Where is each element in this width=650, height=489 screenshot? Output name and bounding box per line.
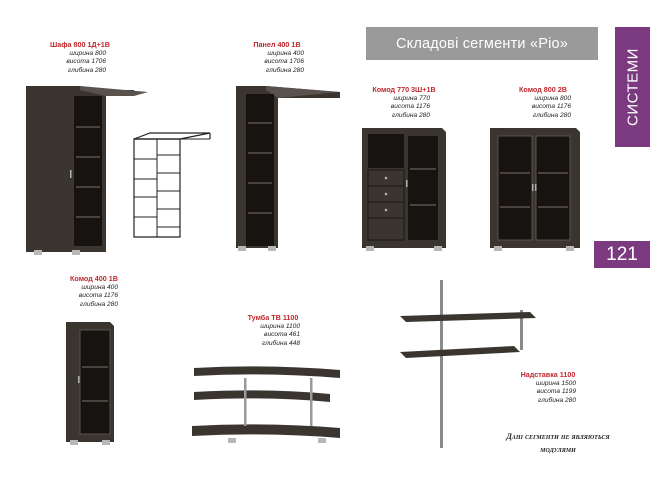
- shelf-frame-wireframe: [133, 132, 211, 238]
- product-specs-dresser-800: ширина 800 висота 1176 глибина 280: [503, 95, 571, 120]
- product-title-shelf-extension: Надставка 1100: [520, 370, 576, 379]
- segments-note-line1: Дані сегменти не являються: [506, 432, 610, 441]
- spec-depth: глибина 448: [261, 339, 300, 347]
- segments-note-line2: модулями: [540, 445, 576, 454]
- product-specs-wardrobe-800: ширина 800 висота 1706 глибина 280: [40, 50, 106, 75]
- spec-height: висота 461: [264, 331, 300, 339]
- product-title-dresser-770: Комод 770 3Ш+1В: [372, 85, 436, 94]
- spec-height: висота 1176: [390, 103, 430, 111]
- side-tab-label: СИСТЕМИ: [624, 48, 641, 126]
- section-banner-text: Складові сегменти «Ріо»: [395, 35, 569, 52]
- spec-width: ширина 800: [69, 50, 106, 57]
- page-number: 121: [594, 241, 650, 268]
- product-specs-tv-stand: ширина 1100 висота 461 глибина 448: [238, 323, 300, 348]
- spec-height: висота 1706: [66, 58, 106, 66]
- panel-400-image: [236, 86, 340, 251]
- spec-width: ширина 770: [393, 95, 430, 102]
- product-title-tv-stand: Тумба ТВ 1100: [247, 313, 299, 322]
- spec-depth: глибина 280: [391, 111, 430, 119]
- segments-note: Дані сегменти не являються модулями: [488, 430, 628, 456]
- spec-height: висота 1706: [264, 58, 304, 66]
- product-title-wardrobe-800: Шафа 800 1Д+1В: [50, 40, 110, 49]
- wall-shelf-image: [400, 280, 536, 448]
- product-specs-shelf-extension: ширина 1500 висота 1199 глибина 280: [506, 380, 576, 405]
- spec-width: ширина 400: [267, 50, 304, 57]
- dresser-800-image: [490, 128, 580, 251]
- spec-height: висота 1176: [531, 103, 571, 111]
- dresser-770-image: [362, 128, 446, 251]
- spec-width: ширина 1500: [535, 380, 576, 387]
- dresser-400-image: [66, 322, 114, 445]
- wardrobe-800-image: [26, 86, 148, 255]
- spec-depth: глибина 280: [265, 66, 304, 74]
- spec-depth: глибина 280: [537, 396, 576, 404]
- spec-depth: глибина 280: [532, 111, 571, 119]
- side-tab[interactable]: СИСТЕМИ: [615, 27, 650, 147]
- spec-height: висота 1199: [536, 388, 576, 396]
- spec-depth: глибина 280: [67, 66, 106, 74]
- product-specs-dresser-400: ширина 400 висота 1176 глибина 280: [58, 284, 118, 309]
- spec-width: ширина 400: [81, 284, 118, 291]
- product-title-panel-400: Панел 400 1В: [253, 40, 301, 49]
- spec-depth: глибина 280: [79, 300, 118, 308]
- product-specs-dresser-770: ширина 770 висота 1176 глибина 280: [362, 95, 430, 120]
- product-title-dresser-800: Комод 800 2В: [519, 85, 567, 94]
- product-specs-panel-400: ширина 400 висота 1706 глибина 280: [240, 50, 304, 75]
- spec-width: ширина 1100: [260, 323, 300, 330]
- tv-stand-image: [192, 366, 340, 443]
- spec-height: висота 1176: [78, 292, 118, 300]
- section-banner: Складові сегменти «Ріо»: [366, 27, 598, 60]
- spec-width: ширина 800: [534, 95, 571, 102]
- product-title-dresser-400: Комод 400 1В: [70, 274, 118, 283]
